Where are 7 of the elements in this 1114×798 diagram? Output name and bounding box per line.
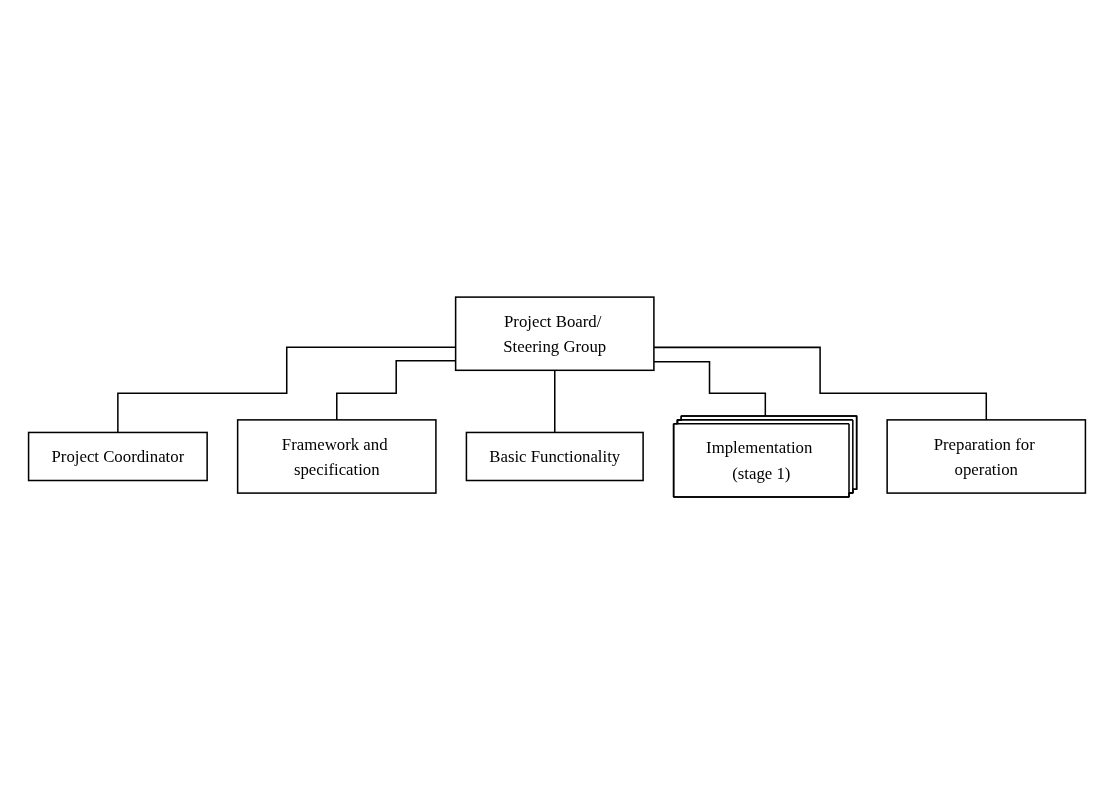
node-box: Basic Functionality <box>465 431 644 482</box>
node-box: Project Coordinator <box>27 431 208 482</box>
node-box: Project Board/ Steering Group <box>454 296 655 372</box>
connector <box>653 346 988 421</box>
node-box: Framework and specification <box>236 419 437 494</box>
connector <box>554 369 556 434</box>
node-box: Preparation for operation <box>886 419 1087 494</box>
